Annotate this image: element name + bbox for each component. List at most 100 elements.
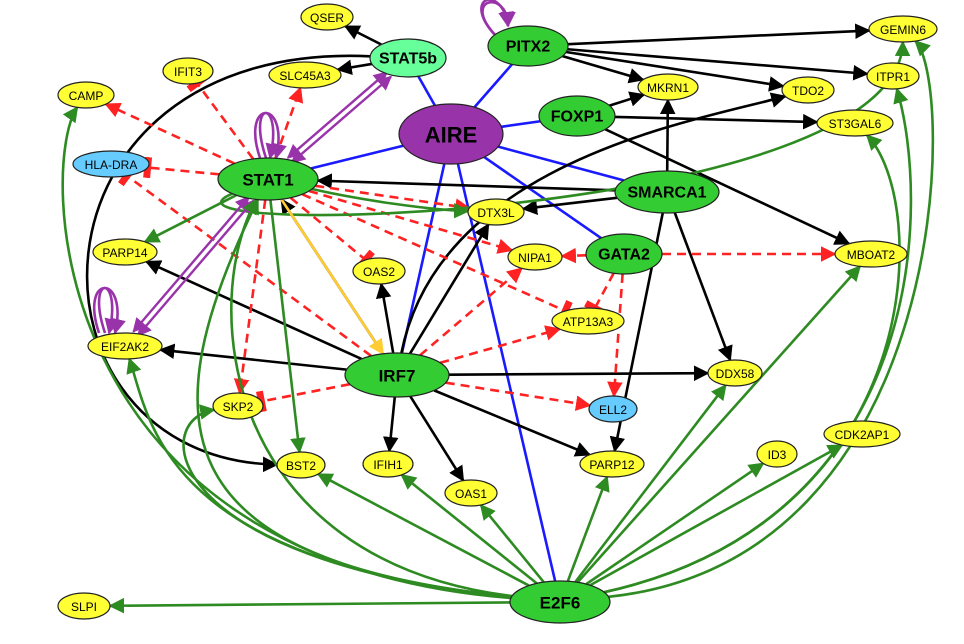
node-label-atp13a3: ATP13A3 <box>563 315 614 329</box>
node-shape-id3 <box>756 440 798 468</box>
node-slc45a3[interactable]: SLC45A3 <box>268 61 342 89</box>
edge-stat5b-to-slc45a3 <box>336 59 373 76</box>
edge-e2f6-to-cdk2ap1 <box>589 443 844 587</box>
self-loop-layer <box>93 0 516 335</box>
node-shape-e2f6 <box>509 580 611 624</box>
node-mboat2[interactable]: MBOAT2 <box>834 240 908 268</box>
node-label-eif2ak2: EIF2AK2 <box>101 340 149 354</box>
edge-e2f6-to-stat1 <box>230 198 513 598</box>
edge-irf7-to-ifih1 <box>382 396 399 453</box>
node-shape-stat5b <box>369 38 447 78</box>
node-shape-foxp1 <box>538 95 616 137</box>
edge-aire-to-pitx2 <box>473 63 513 109</box>
edge-stat1-to-dtx3l <box>311 187 470 219</box>
node-parp12[interactable]: PARP12 <box>579 450 645 478</box>
node-cdk2ap1[interactable]: CDK2AP1 <box>823 420 901 448</box>
edge-stat1-to-irf7 <box>280 198 385 356</box>
edge-e2f6-to-bst2 <box>316 472 530 587</box>
node-atp13a3[interactable]: ATP13A3 <box>551 307 625 335</box>
edge-irf7-to-eif2ak2 <box>158 343 347 371</box>
node-oas1[interactable]: OAS1 <box>444 479 498 507</box>
node-foxp1[interactable]: FOXP1 <box>538 95 616 137</box>
edge-gata2-to-ell2 <box>607 273 624 398</box>
node-gemin6[interactable]: GEMIN6 <box>868 15 938 43</box>
edge-e2f6-to-ddx58 <box>574 383 727 583</box>
node-e2f6[interactable]: E2F6 <box>509 580 611 624</box>
node-stat1[interactable]: STAT1 <box>217 157 319 201</box>
edge-stat1-to-stat5b-strand-1 <box>290 75 393 164</box>
node-shape-hla-dra <box>72 150 150 178</box>
node-smarca1[interactable]: SMARCA1 <box>614 170 720 214</box>
node-hla-dra[interactable]: HLA-DRA <box>72 150 150 178</box>
edge-irf7-to-nipa1 <box>419 267 523 357</box>
node-ifit3[interactable]: IFIT3 <box>162 57 214 85</box>
node-label-ddx58: DDX58 <box>716 367 755 381</box>
node-label-skp2: SKP2 <box>223 400 254 414</box>
node-irf7[interactable]: IRF7 <box>344 352 450 398</box>
node-parp14[interactable]: PARP14 <box>92 238 158 266</box>
edge-aire-to-gata2 <box>483 155 602 240</box>
edge-aire-to-stat5b <box>417 75 436 107</box>
node-label-hla-dra: HLA-DRA <box>85 158 138 172</box>
node-label-stat5b: STAT5b <box>379 51 437 68</box>
node-shape-oas1 <box>444 479 498 507</box>
node-label-gemin6: GEMIN6 <box>880 23 926 37</box>
node-aire[interactable]: AIRE <box>398 103 504 165</box>
node-shape-atp13a3 <box>551 307 625 335</box>
node-st3gal6[interactable]: ST3GAL6 <box>816 109 894 137</box>
node-stat5b[interactable]: STAT5b <box>369 38 447 78</box>
node-ell2[interactable]: ELL2 <box>588 395 638 423</box>
node-label-dtx3l: DTX3L <box>477 206 515 220</box>
edge-pitx2-to-mkrn1 <box>562 54 645 84</box>
self-loop-stat1-1 <box>258 111 281 160</box>
node-shape-smarca1 <box>614 170 720 214</box>
node-shape-slpi <box>57 592 111 620</box>
node-bst2[interactable]: BST2 <box>276 451 326 479</box>
node-slpi[interactable]: SLPI <box>57 592 111 620</box>
edge-stat1-to-dtx3l <box>315 184 471 214</box>
edge-e2f6-to-eif2ak2 <box>126 357 512 599</box>
node-label-gata2: GATA2 <box>598 247 650 264</box>
node-ddx58[interactable]: DDX58 <box>707 359 763 387</box>
node-ifih1[interactable]: IFIH1 <box>362 450 414 478</box>
node-itpr1[interactable]: ITPR1 <box>866 62 920 90</box>
node-camp[interactable]: CAMP <box>57 81 115 109</box>
edge-e2f6-to-id3 <box>585 462 765 586</box>
node-label-foxp1: FOXP1 <box>551 109 604 126</box>
edge-aire-to-e2f6 <box>456 163 557 582</box>
node-mkrn1[interactable]: MKRN1 <box>637 73 699 101</box>
self-loop-pitx2-1 <box>480 0 514 39</box>
edge-aire-to-smarca1 <box>497 145 625 182</box>
edge-smarca1-to-ddx58 <box>673 212 733 362</box>
edge-pitx2-to-gemin6 <box>567 23 871 46</box>
edge-irf7-to-tdo2 <box>400 92 787 354</box>
self-loop-eif2ak2-0 <box>93 286 126 335</box>
node-nipa1[interactable]: NIPA1 <box>507 243 563 271</box>
node-shape-nipa1 <box>507 243 563 271</box>
node-tdo2[interactable]: TDO2 <box>781 76 835 104</box>
node-qser[interactable]: QSER <box>300 3 354 31</box>
edge-smarca1-to-dtx3l <box>521 196 618 215</box>
edge-stat1-to-eif2ak2-strand-1 <box>132 195 250 333</box>
edge-e2f6-to-oas1 <box>479 503 545 583</box>
node-label-parp12: PARP12 <box>589 458 634 472</box>
node-shape-mkrn1 <box>637 73 699 101</box>
node-gata2[interactable]: GATA2 <box>585 233 663 275</box>
node-shape-tdo2 <box>781 76 835 104</box>
node-oas2[interactable]: OAS2 <box>352 257 406 285</box>
node-dtx3l[interactable]: DTX3L <box>467 198 525 226</box>
node-label-cdk2ap1: CDK2AP1 <box>835 428 890 442</box>
edge-gata2-to-nipa1 <box>560 247 587 264</box>
node-id3[interactable]: ID3 <box>756 440 798 468</box>
node-pitx2[interactable]: PITX2 <box>487 25 569 67</box>
edge-e2f6-to-gemin6 <box>608 40 935 599</box>
node-shape-cdk2ap1 <box>823 420 901 448</box>
edge-e2f6-to-slpi <box>108 597 511 614</box>
edge-e2f6-to-itpr1 <box>603 87 913 594</box>
node-label-pitx2: PITX2 <box>506 39 551 56</box>
node-eif2ak2[interactable]: EIF2AK2 <box>87 332 163 360</box>
node-label-id3: ID3 <box>768 448 787 462</box>
self-loop-eif2ak2-1 <box>97 286 120 335</box>
node-label-mkrn1: MKRN1 <box>647 81 689 95</box>
node-skp2[interactable]: SKP2 <box>212 392 264 420</box>
